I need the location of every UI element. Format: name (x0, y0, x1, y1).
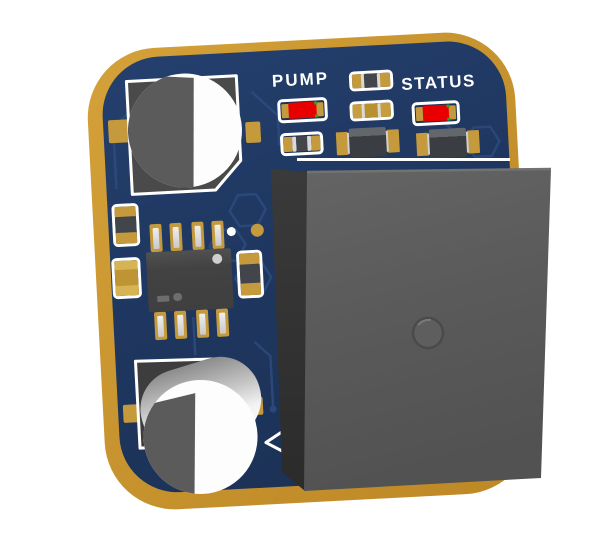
diode-2 (415, 127, 481, 159)
module-left-face (271, 169, 307, 491)
module-center-button (411, 316, 445, 350)
led-green-dot (314, 101, 318, 105)
ic-pin (172, 226, 180, 249)
ic-pin (176, 314, 184, 337)
led-die (288, 101, 317, 119)
pad (122, 404, 140, 423)
pad (245, 121, 262, 144)
ic-pin (218, 312, 226, 334)
resistor-right (235, 249, 265, 299)
ic-pad (153, 311, 167, 341)
pump-led (276, 96, 329, 124)
ic-pin1-dot (211, 253, 223, 265)
ic-pin (213, 224, 222, 246)
module-silkscreen-line (297, 158, 510, 161)
driver-ic (143, 220, 237, 341)
capacitor-left (111, 256, 143, 300)
ic-pad (173, 310, 187, 340)
ic-pin (156, 315, 164, 338)
ic-pin (198, 313, 206, 335)
ic-marking (157, 295, 170, 303)
module-button-highlight (417, 318, 432, 326)
pad (115, 284, 140, 297)
bottom-capacitor (122, 356, 264, 497)
diode-1 (335, 126, 400, 158)
capacitor-mid (349, 99, 395, 122)
ic-pad (168, 222, 183, 252)
ic-pin (193, 225, 202, 247)
led-die (422, 104, 450, 122)
pump-module (271, 167, 552, 491)
diode-body (348, 126, 388, 158)
diode-body (428, 127, 468, 159)
resistor-body (295, 135, 308, 152)
ic-body (145, 248, 234, 313)
pad (380, 102, 392, 118)
top-capacitor (107, 73, 262, 196)
ic-pad (148, 223, 163, 253)
ic-pad (215, 308, 229, 337)
pad (379, 72, 391, 88)
capacitor-polarity-marking (125, 74, 194, 191)
resistor-body (239, 263, 261, 285)
ic-pad (195, 309, 209, 339)
resistor-left (111, 202, 141, 248)
status-label: STATUS (400, 71, 477, 94)
led-green-dot (447, 117, 451, 121)
resistor-top (348, 69, 394, 92)
pad (240, 282, 262, 296)
resistor-small (279, 131, 324, 157)
ic-pin (152, 227, 160, 250)
pad (115, 232, 138, 245)
trace-hexagon (228, 192, 268, 228)
led-green-dot (314, 114, 318, 118)
trace-line (253, 341, 275, 407)
status-led (411, 99, 461, 127)
ic-pad (190, 221, 205, 251)
trace-via (269, 405, 277, 413)
capacitor-polarity-marking (141, 393, 196, 497)
pad (107, 119, 130, 144)
pump-label: PUMP (271, 68, 330, 91)
ic-marking (172, 292, 183, 302)
ic-pad (210, 220, 225, 250)
trace-line (192, 317, 197, 356)
pad (310, 135, 321, 151)
led-green-dot (446, 104, 450, 108)
module-top-edge (306, 167, 552, 174)
